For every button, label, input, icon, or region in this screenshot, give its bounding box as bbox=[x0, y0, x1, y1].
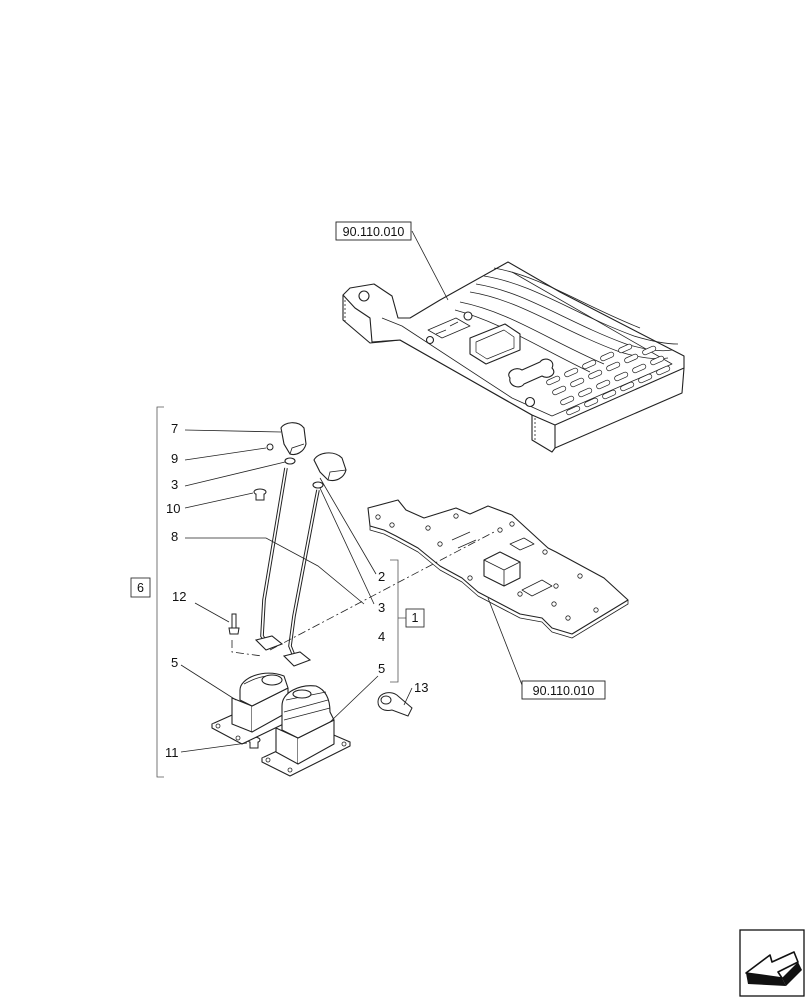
lever-boot-left bbox=[211, 672, 301, 745]
group-bracket-1 bbox=[390, 559, 406, 683]
callouts: 7 9 3 10 8 12 5 11 2 3 4 5 13 bbox=[165, 421, 428, 760]
cab-floor-mat bbox=[342, 261, 685, 453]
ref-box-bottom[interactable]: 90.110.010 bbox=[521, 680, 606, 700]
callout-4: 4 bbox=[378, 629, 385, 644]
callout-11: 11 bbox=[165, 745, 179, 760]
ref-box-bottom-label: 90.110.010 bbox=[533, 684, 595, 698]
hand-lever-right bbox=[282, 452, 347, 667]
ref-box-top[interactable]: 90.110.010 bbox=[335, 221, 412, 241]
lever-boot-right bbox=[261, 685, 351, 777]
alignment-lines bbox=[231, 531, 495, 657]
screw-part-12 bbox=[228, 613, 240, 635]
callout-8: 8 bbox=[171, 529, 178, 544]
callout-3: 3 bbox=[171, 477, 178, 492]
group-box-6[interactable]: 6 bbox=[130, 577, 151, 598]
callout-13: 13 bbox=[414, 680, 428, 695]
leader-lines bbox=[180, 230, 523, 753]
callout-10: 10 bbox=[166, 501, 180, 516]
callout-5: 5 bbox=[171, 655, 178, 670]
group-bracket-6 bbox=[156, 406, 164, 778]
group-box-1[interactable]: 1 bbox=[405, 608, 425, 628]
ref-box-top-label: 90.110.010 bbox=[343, 225, 405, 239]
ring-part-9 bbox=[266, 443, 274, 451]
callout-9: 9 bbox=[171, 451, 178, 466]
callout-12: 12 bbox=[172, 589, 186, 604]
callout-5: 5 bbox=[378, 661, 385, 676]
next-page-arrow-icon[interactable] bbox=[739, 929, 805, 997]
clip-part-10 bbox=[253, 488, 267, 501]
group-box-1-label: 1 bbox=[412, 611, 419, 625]
clamp-part-13 bbox=[377, 692, 413, 717]
callout-3: 3 bbox=[378, 600, 385, 615]
callout-7: 7 bbox=[171, 421, 178, 436]
callout-2: 2 bbox=[378, 569, 385, 584]
floor-plate bbox=[367, 499, 629, 639]
group-box-6-label: 6 bbox=[137, 581, 144, 595]
hand-lever-left bbox=[254, 422, 307, 651]
